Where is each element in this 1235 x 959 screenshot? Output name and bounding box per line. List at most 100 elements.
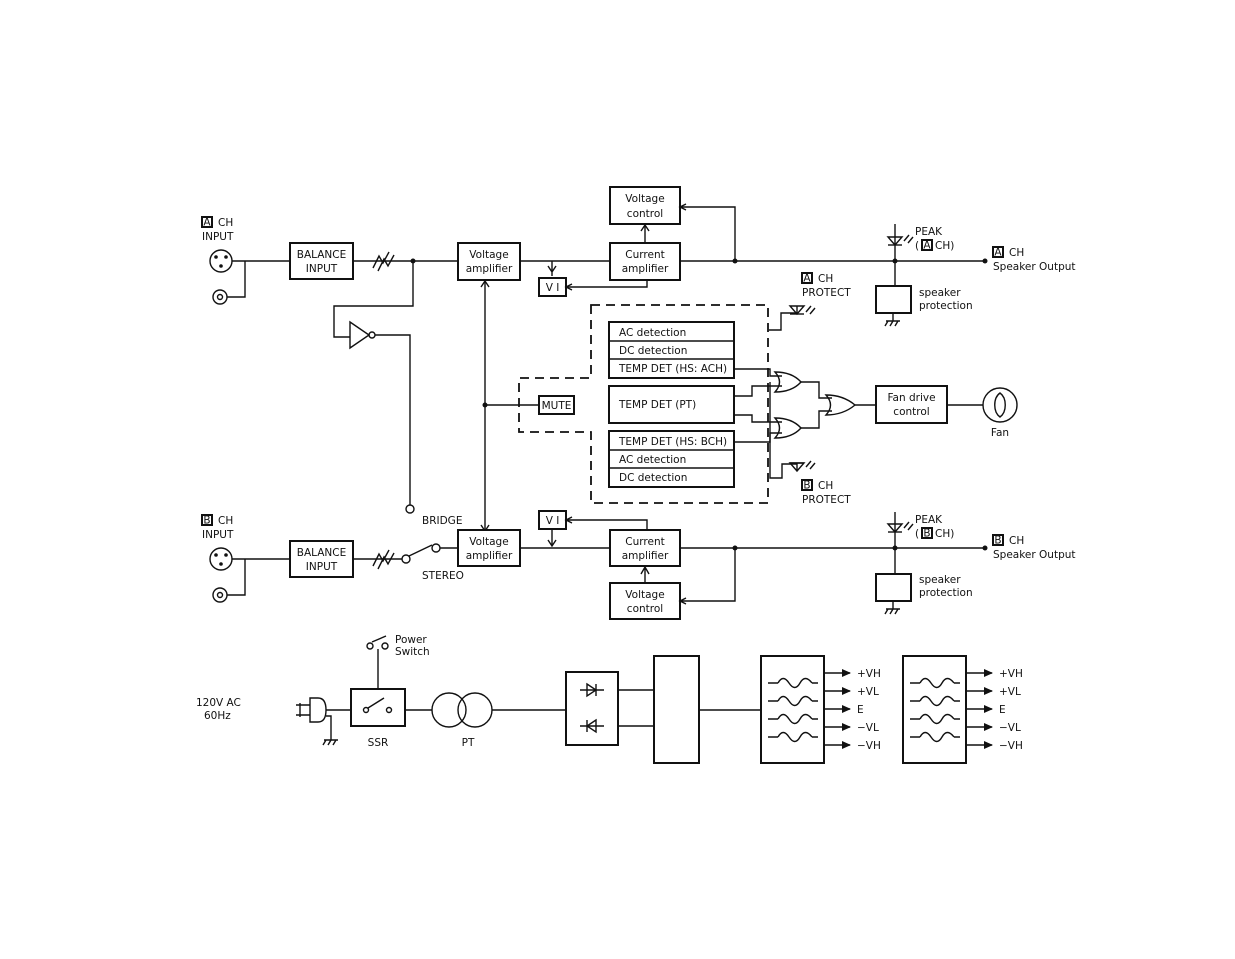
svg-text:+VH: +VH xyxy=(999,668,1023,680)
b-ch-voltage-amplifier-block: Voltage amplifier xyxy=(457,529,521,567)
svg-text:amplifier: amplifier xyxy=(622,263,669,275)
svg-text:−VH: −VH xyxy=(999,740,1023,752)
ac-plug-icon xyxy=(296,697,351,746)
a-ch-optocoupler-icon xyxy=(372,251,395,272)
svg-text:AC detection: AC detection xyxy=(619,327,686,339)
b-ch-balance-input-block: BALANCE INPUT xyxy=(289,540,354,578)
svg-text:Fan: Fan xyxy=(991,427,1009,439)
svg-text:TEMP DET (HS: ACH): TEMP DET (HS: ACH) xyxy=(618,363,727,375)
protection-dashed-boundary xyxy=(518,304,769,504)
svg-text:Current: Current xyxy=(625,536,664,548)
svg-text:−VH: −VH xyxy=(857,740,881,752)
svg-text:+VL: +VL xyxy=(999,686,1021,698)
svg-text:−VL: −VL xyxy=(999,722,1021,734)
filter-capacitor-block xyxy=(653,655,700,764)
rail-arrows-1 xyxy=(824,669,851,749)
bridge-contact xyxy=(405,504,415,514)
b-ch-speaker-output-label: Speaker Output xyxy=(993,549,1076,561)
svg-text:CH: CH xyxy=(1009,535,1024,547)
svg-text:speaker: speaker xyxy=(919,287,961,299)
b-ch-protect-label: PROTECT xyxy=(802,494,851,506)
svg-text:control: control xyxy=(627,208,663,220)
svg-text:(: ( xyxy=(915,240,919,252)
svg-text:speaker: speaker xyxy=(919,574,961,586)
svg-text:PEAK: PEAK xyxy=(915,514,943,526)
svg-text:Current: Current xyxy=(625,249,664,261)
a-ch-protect-led-icon xyxy=(769,305,816,331)
rectifier-block xyxy=(565,671,619,746)
svg-text:control: control xyxy=(893,406,929,418)
svg-text:60Hz: 60Hz xyxy=(204,710,231,722)
svg-text:control: control xyxy=(627,603,663,615)
svg-text:V I: V I xyxy=(546,282,560,294)
svg-text:Voltage: Voltage xyxy=(469,536,508,548)
b-ch-input-label: B CH INPUT xyxy=(201,514,234,541)
svg-text:Voltage: Voltage xyxy=(469,249,508,261)
svg-text:Voltage: Voltage xyxy=(625,589,664,601)
svg-text:(: ( xyxy=(915,528,919,540)
a-ch-voltage-control-block: Voltage control xyxy=(609,186,681,225)
b-ch-voltage-control-block: Voltage control xyxy=(609,582,681,620)
bridge-stereo-switch-icon xyxy=(401,543,458,564)
b-ch-speaker-protection-relay xyxy=(875,573,912,615)
fan-drive-control-block: Fan drive control xyxy=(875,385,948,424)
a-ch-protect-label: PROTECT xyxy=(802,287,851,299)
b-ch-current-amplifier-block: Current amplifier xyxy=(609,529,681,567)
svg-text:−VL: −VL xyxy=(857,722,879,734)
svg-text:BALANCE: BALANCE xyxy=(297,249,346,261)
svg-text:protection: protection xyxy=(919,587,973,599)
a-ch-speaker-protection-relay xyxy=(875,285,912,327)
a-ch-speaker-output-label: Speaker Output xyxy=(993,261,1076,273)
svg-text:amplifier: amplifier xyxy=(622,550,669,562)
svg-text:PEAK: PEAK xyxy=(915,226,943,238)
svg-text:CH: CH xyxy=(818,273,833,285)
ac-input-label: 120V AC xyxy=(196,697,241,709)
svg-text:Power: Power xyxy=(395,634,427,646)
svg-text:AC detection: AC detection xyxy=(619,454,686,466)
svg-text:+VH: +VH xyxy=(857,668,881,680)
ssr-block xyxy=(350,688,406,727)
svg-text:CH): CH) xyxy=(935,528,954,540)
b-ch-badge: B xyxy=(203,515,210,527)
inverter-buffer-icon xyxy=(349,320,376,350)
or-gate-a-icon xyxy=(773,371,802,393)
a-ch-current-amplifier-block: Current amplifier xyxy=(609,242,681,281)
rail-arrows-2 xyxy=(966,669,993,749)
svg-text:V I: V I xyxy=(546,515,560,527)
a-ch-voltage-amplifier-block: Voltage amplifier xyxy=(457,242,521,281)
mute-block: MUTE xyxy=(538,395,575,415)
svg-text:amplifier: amplifier xyxy=(466,263,513,275)
svg-text:DC detection: DC detection xyxy=(619,345,687,357)
power-switch-icon xyxy=(366,635,389,650)
or-gate-fan-icon xyxy=(824,394,857,416)
stereo-label: STEREO xyxy=(422,570,464,582)
svg-text:Switch: Switch xyxy=(395,646,430,658)
a-ch-input-label: A CH INPUT xyxy=(201,216,234,243)
svg-text:E: E xyxy=(857,704,864,716)
svg-text:B: B xyxy=(923,528,930,540)
power-transformer-icon xyxy=(431,692,493,728)
svg-text:E: E xyxy=(999,704,1006,716)
svg-text:INPUT: INPUT xyxy=(306,561,338,573)
a-ch-xlr-connector-icon xyxy=(209,249,233,273)
a-ch-badge: A xyxy=(203,217,211,229)
a-ch-rca-connector-icon xyxy=(212,289,228,305)
svg-text:CH): CH) xyxy=(935,240,954,252)
pt-temp-detection-block: TEMP DET (PT) xyxy=(608,385,735,424)
svg-text:B: B xyxy=(994,535,1001,547)
svg-text:SSR: SSR xyxy=(368,737,389,749)
svg-text:CH: CH xyxy=(1009,247,1024,259)
svg-text:CH: CH xyxy=(218,217,233,229)
svg-text:Voltage: Voltage xyxy=(625,193,664,205)
b-ch-peak-led-icon xyxy=(886,512,914,548)
b-ch-optocoupler-icon xyxy=(372,549,395,570)
fuse-block-1 xyxy=(760,655,825,764)
b-ch-rca-connector-icon xyxy=(212,587,228,603)
b-ch-protect-led-icon xyxy=(788,460,816,473)
svg-text:protection: protection xyxy=(919,300,973,312)
svg-text:DC detection: DC detection xyxy=(619,472,687,484)
svg-text:CH: CH xyxy=(818,480,833,492)
b-ch-vi-block: V I xyxy=(538,510,567,530)
